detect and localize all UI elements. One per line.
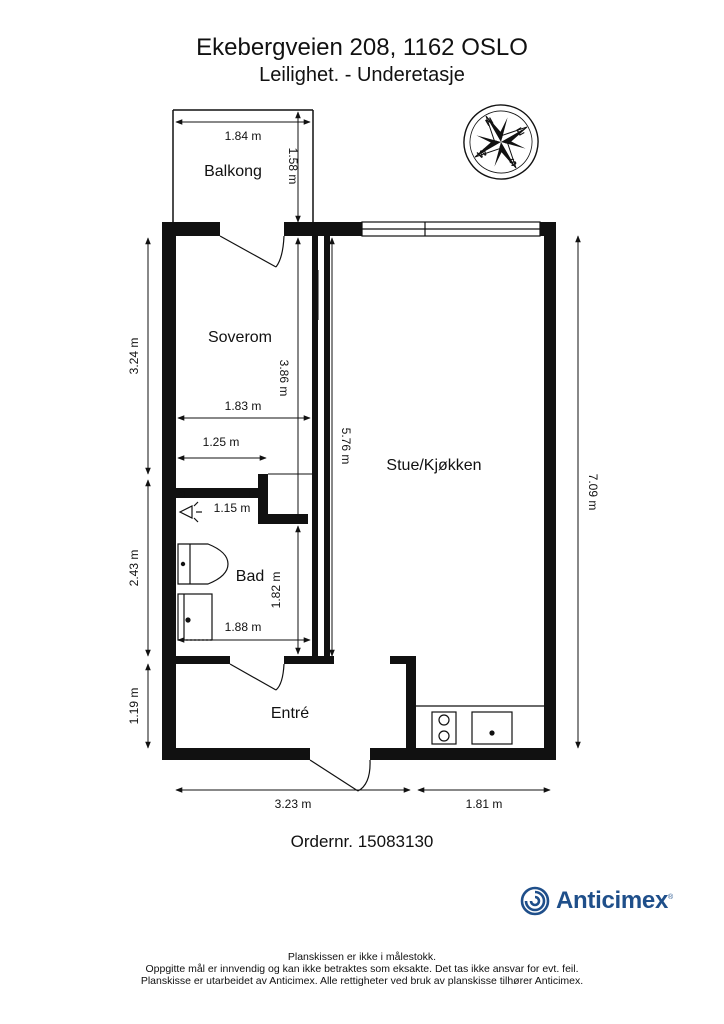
doors	[219, 235, 371, 792]
dim-bad-width: 1.88 m	[225, 620, 262, 634]
compass-icon: N S E W	[463, 104, 539, 180]
dim-shower-width: 1.15 m	[214, 501, 251, 515]
wall-inner-lines	[268, 270, 319, 475]
dim-soverom-width: 1.83 m	[225, 399, 262, 413]
walls	[162, 222, 556, 760]
plan-title: Ekebergveien 208, 1162 OSLO	[196, 34, 528, 61]
room-label-stue: Stue/Kjøkken	[386, 457, 481, 474]
room-label-bad: Bad	[236, 568, 264, 585]
dim-balkong-depth: 1.58 m	[286, 148, 300, 185]
dim-corridor-length: 5.76 m	[339, 428, 353, 465]
dim-total-height: 7.09 m	[586, 474, 600, 511]
compass-letter-n: N	[484, 116, 496, 129]
dim-soverom-inner-height: 3.86 m	[277, 360, 291, 397]
compass-letter-s: S	[508, 157, 520, 170]
balcony-outline	[172, 109, 314, 224]
footer-line-2: Oppgitte mål er innvendig og kan ikke be…	[145, 963, 579, 975]
footer-line-3: Planskisse er utarbeidet av Anticimex. A…	[140, 975, 584, 987]
dim-soverom-height: 3.24 m	[127, 338, 141, 375]
dim-bad-inner-height: 1.82 m	[269, 572, 283, 609]
footer-disclaimer: Planskissen er ikke i målestokk. Oppgitt…	[0, 951, 724, 987]
room-label-entre: Entré	[271, 705, 309, 722]
dim-bad-height: 2.43 m	[127, 550, 141, 587]
window	[361, 221, 541, 237]
dim-balkong-width: 1.84 m	[225, 129, 262, 143]
plan-subtitle: Leilighet. - Underetasje	[259, 64, 465, 86]
dim-bottom-left-width: 3.23 m	[275, 797, 312, 811]
order-number: Ordernr. 15083130	[290, 832, 434, 851]
compass-letter-e: E	[515, 126, 527, 139]
dim-entre-height: 1.19 m	[127, 688, 141, 725]
dim-wardrobe-width: 1.25 m	[203, 435, 240, 449]
dimension-lines	[145, 111, 581, 793]
anticimex-logo: Anticimex®	[520, 886, 673, 916]
room-label-soverom: Soverom	[208, 329, 272, 346]
anticimex-logo-icon	[520, 886, 550, 916]
kitchen-counter	[416, 705, 544, 745]
bath-fixtures	[177, 501, 229, 641]
room-label-balkong: Balkong	[204, 163, 262, 180]
anticimex-logo-text: Anticimex®	[556, 887, 673, 914]
footer-line-1: Planskissen er ikke i målestokk.	[287, 951, 437, 963]
dim-bottom-right-width: 1.81 m	[466, 797, 503, 811]
